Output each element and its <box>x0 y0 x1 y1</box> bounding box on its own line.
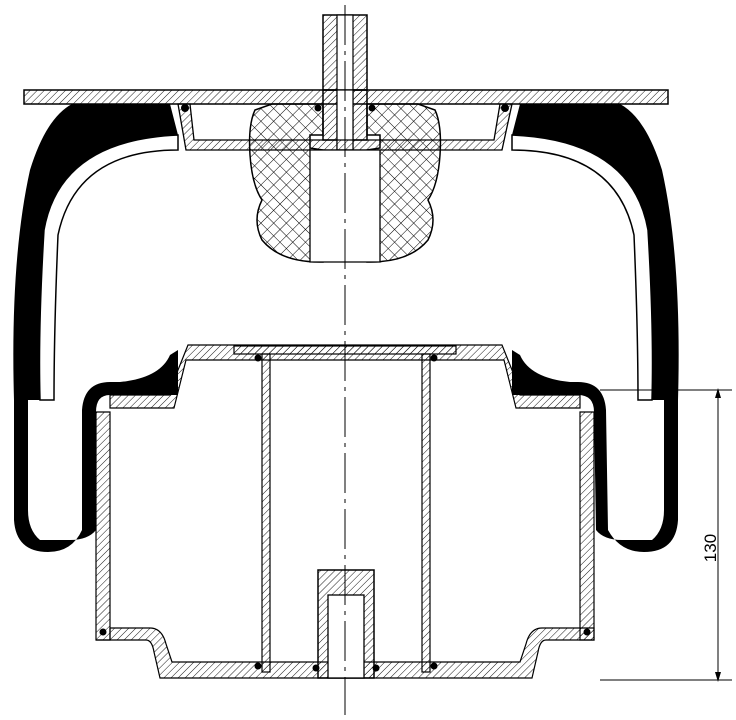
piston-shell <box>95 411 111 641</box>
upper-bellow-left <box>13 104 179 400</box>
upper-bellow-right <box>512 104 679 400</box>
bottom-stud-bore <box>327 594 365 679</box>
piston-bottom <box>96 627 595 679</box>
bellow-wall-left <box>14 382 160 552</box>
dimension-label: 130 <box>701 534 720 562</box>
bellow-wall-right <box>530 382 678 552</box>
inner-tube-right <box>421 353 431 673</box>
inner-tube-left <box>261 353 271 673</box>
